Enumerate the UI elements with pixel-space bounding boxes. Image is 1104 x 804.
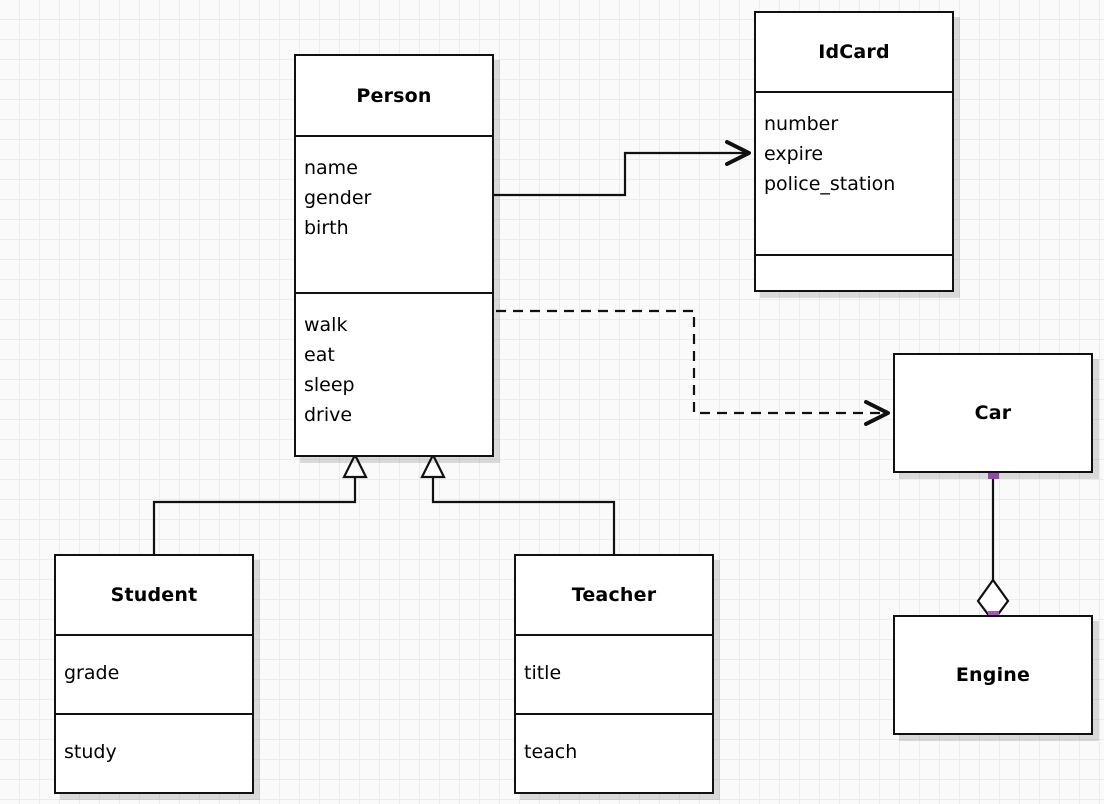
attribute-item: grade <box>64 662 120 685</box>
operation-item: study <box>64 741 117 764</box>
operation-item: teach <box>524 741 578 764</box>
class-name-engine: Engine <box>955 664 1031 686</box>
edge-car-engine[interactable] <box>976 473 1010 623</box>
class-name-car: Car <box>974 402 1012 424</box>
class-name-idcard: IdCard <box>818 40 890 63</box>
class-attributes-student: grade <box>56 634 252 713</box>
class-attributes-teacher: title <box>516 634 712 713</box>
class-box-person[interactable]: Person name gender birth walk eat sleep … <box>294 54 494 457</box>
edge-person-car[interactable] <box>496 309 890 426</box>
class-box-engine[interactable]: Engine <box>893 615 1093 735</box>
attribute-item: name <box>304 157 358 179</box>
class-box-idcard[interactable]: IdCard number expire police_station <box>754 11 954 292</box>
operation-item: drive <box>304 404 353 426</box>
class-operations-student: study <box>56 713 252 792</box>
class-name-teacher: Teacher <box>571 584 657 607</box>
class-operations-teacher: teach <box>516 713 712 792</box>
edge-person-idcard[interactable] <box>494 140 751 197</box>
class-attributes-person: name gender birth <box>296 135 492 292</box>
class-operations-idcard <box>756 253 952 290</box>
operation-item: sleep <box>304 374 355 396</box>
attribute-item: title <box>524 662 562 685</box>
operation-item: walk <box>304 314 348 336</box>
class-name-student: Student <box>110 584 198 607</box>
edge-handle-car-end[interactable] <box>988 468 999 479</box>
class-attributes-idcard: number expire police_station <box>756 90 952 254</box>
class-operations-person: walk eat sleep drive <box>296 292 492 455</box>
attribute-item: gender <box>304 187 372 209</box>
class-box-teacher[interactable]: Teacher title teach <box>514 554 714 794</box>
class-box-student[interactable]: Student grade study <box>54 554 254 794</box>
edge-teacher-person[interactable] <box>420 452 616 554</box>
attribute-item: expire <box>764 142 824 165</box>
edge-student-person[interactable] <box>152 452 368 554</box>
attribute-item: police_station <box>764 172 896 195</box>
attribute-item: birth <box>304 217 349 239</box>
class-box-car[interactable]: Car <box>893 353 1093 473</box>
operation-item: eat <box>304 344 335 366</box>
class-name-person: Person <box>356 84 432 107</box>
attribute-item: number <box>764 112 839 135</box>
